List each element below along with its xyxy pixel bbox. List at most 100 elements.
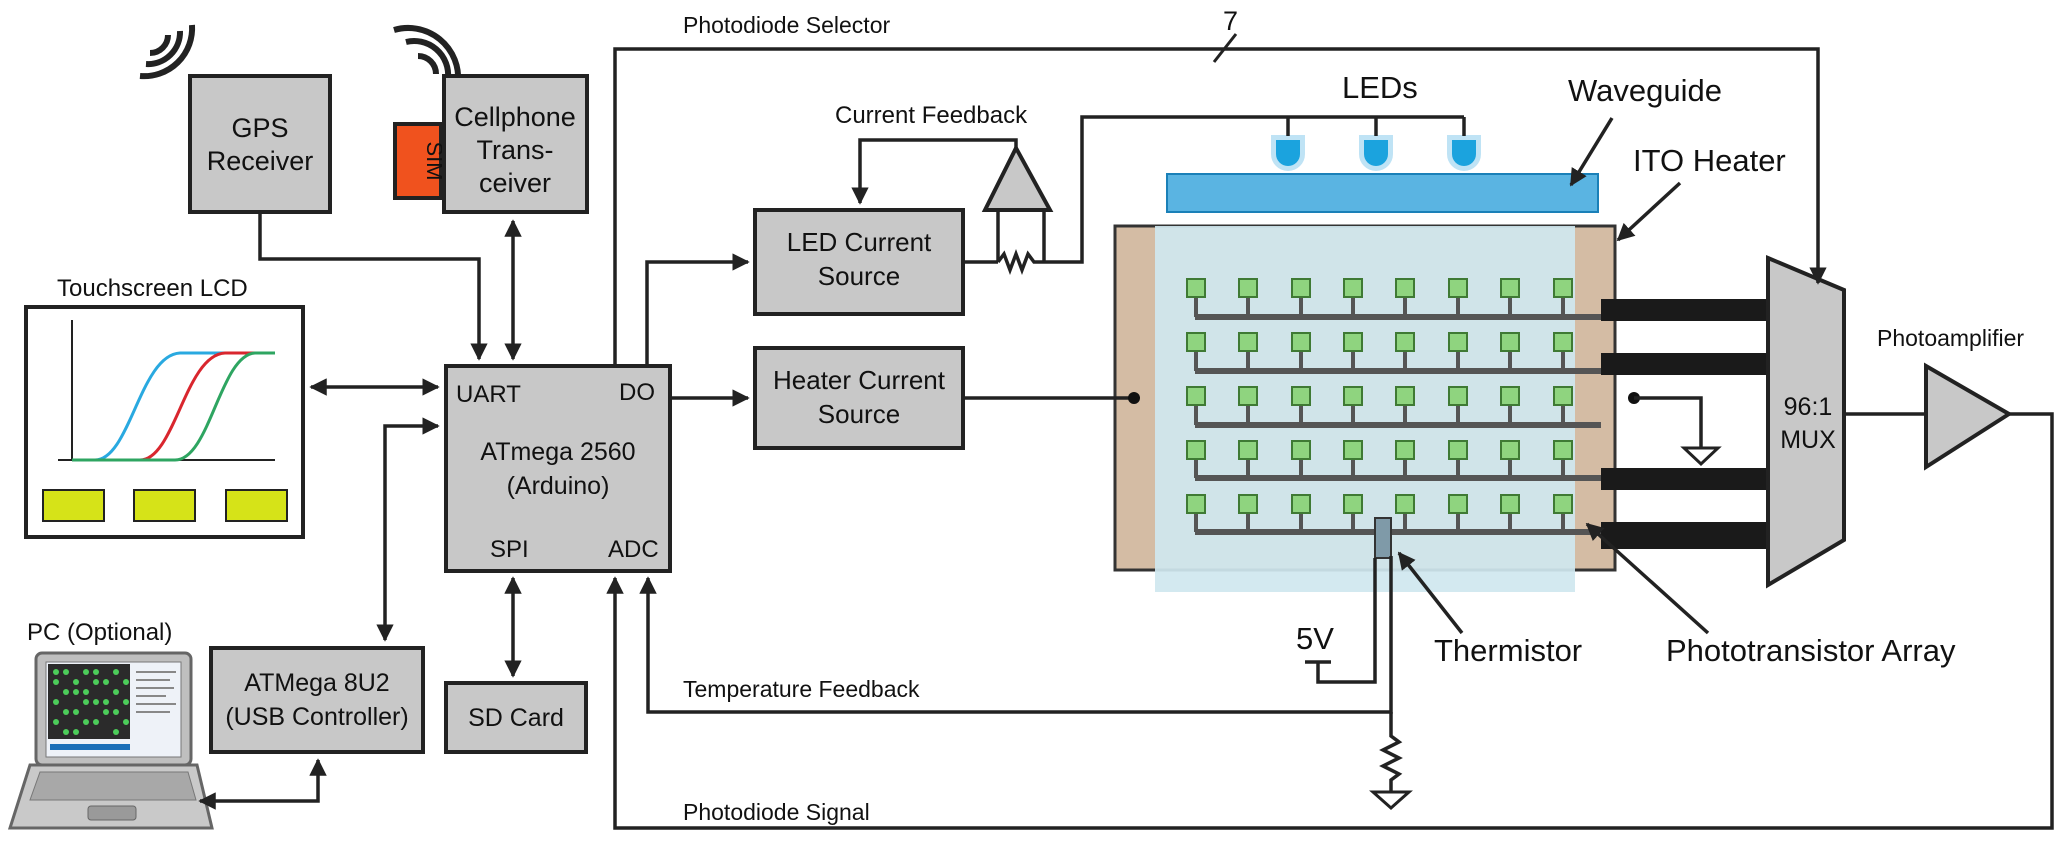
pointer-ito-heater	[1616, 181, 1682, 242]
wire-5v-thermistor	[1316, 558, 1377, 684]
heater-contact-left	[1128, 392, 1140, 404]
led-current-source-block: LED Current Source	[753, 208, 965, 316]
led-2	[1364, 140, 1388, 166]
leds-label: LEDs	[1342, 70, 1418, 105]
do-pin-label: DO	[619, 379, 655, 406]
phototransistor-pad	[1186, 386, 1206, 406]
atmega-8u2-block: ATMega 8U2 (USB Controller)	[209, 646, 425, 754]
array-row-buses	[1195, 314, 1601, 535]
phototransistor-pad	[1291, 440, 1311, 460]
wire-led-drive	[1044, 115, 1464, 264]
phototransistor-pad	[1553, 440, 1573, 460]
sd-label: SD Card	[468, 704, 564, 732]
sd-card-block: SD Card	[444, 681, 588, 754]
mcu-name: ATmega 2560	[480, 438, 635, 466]
phototransistor-pad	[1186, 440, 1206, 460]
ground-icon-thermistor	[1369, 790, 1413, 811]
lcd-curve-red	[72, 351, 275, 462]
cell-label-3: ceiver	[479, 168, 551, 198]
phototransistor-pad	[1448, 278, 1468, 298]
phototransistor-pad	[1500, 440, 1520, 460]
phototransistor-pad	[1238, 386, 1258, 406]
phototransistor-pad	[1291, 494, 1311, 514]
pulldown-resistor	[1379, 712, 1403, 792]
phototransistor-pad	[1395, 332, 1415, 352]
wire-gps-uart	[258, 212, 488, 361]
photoamplifier-triangle	[1924, 362, 2013, 471]
lcd-curve-green	[72, 351, 275, 462]
thermistor-label: Thermistor	[1434, 633, 1582, 668]
lcd-curve-cyan	[72, 351, 275, 462]
laptop-icon	[7, 651, 214, 830]
bus-width-label: 7	[1223, 6, 1238, 36]
array-to-mux-buses	[1601, 299, 1768, 549]
phototransistor-pad	[1343, 386, 1363, 406]
phototransistor-pad	[1343, 440, 1363, 460]
phototransistor-pad	[1448, 332, 1468, 352]
usb-label-2: (USB Controller)	[225, 703, 408, 731]
phototransistor-pad	[1343, 278, 1363, 298]
led-1	[1276, 140, 1300, 166]
phototransistor-pad	[1238, 494, 1258, 514]
wire-usb-mcu	[376, 417, 440, 642]
ground-icon-heater	[1680, 446, 1722, 467]
gps-receiver-block: GPS Receiver	[188, 74, 332, 214]
lcd-button-3	[225, 489, 288, 522]
phototransistor-pad	[1448, 494, 1468, 514]
usb-label-1: ATMega 8U2	[244, 669, 389, 697]
cell-label-1: Cellphone	[454, 102, 576, 132]
phototransistor-pad	[1553, 386, 1573, 406]
current-sense-amp	[981, 143, 1054, 212]
pc-optional-label: PC (Optional)	[27, 619, 172, 646]
wire-temperature-feedback	[639, 556, 1393, 714]
touchscreen-lcd	[24, 305, 305, 539]
atmega-2560-block: UART DO ATmega 2560 (Arduino) SPI ADC	[444, 364, 672, 573]
phototransistor-pad	[1395, 278, 1415, 298]
spi-pin-label: SPI	[490, 536, 529, 563]
touchscreen-lcd-label: Touchscreen LCD	[57, 275, 248, 302]
phototransistor-pad	[1186, 278, 1206, 298]
waveguide	[1166, 173, 1599, 213]
heater-current-source-block: Heater Current Source	[753, 346, 965, 450]
mux-block: 96:1 MUX	[1766, 254, 1846, 589]
phototransistor-pad	[1500, 494, 1520, 514]
phototransistor-pad	[1186, 332, 1206, 352]
phototransistor-pad	[1395, 494, 1415, 514]
wire-do-led-src	[645, 253, 750, 366]
led-3	[1452, 140, 1476, 166]
five-volt-label: 5V	[1296, 621, 1334, 656]
phototransistor-pad	[1553, 494, 1573, 514]
pointer-thermistor	[1397, 551, 1464, 635]
phototransistor-pad	[1291, 386, 1311, 406]
photodiode-selector-label: Photodiode Selector	[683, 12, 890, 38]
wire-photodiode-signal	[606, 412, 2054, 830]
wireless-signal-icon-cell	[393, 25, 462, 83]
phototransistor-pad	[1291, 332, 1311, 352]
gps-label-1: GPS	[231, 113, 288, 143]
heater-src-label-2: Source	[818, 399, 900, 429]
phototransistor-pad	[1395, 440, 1415, 460]
phototransistor-pad	[1553, 278, 1573, 298]
phototransistor-pad	[1343, 332, 1363, 352]
wire-current-feedback	[851, 138, 1018, 205]
bus-slash	[1212, 33, 1238, 63]
phototransistor-pad	[1448, 440, 1468, 460]
mux-label-1: 96:1	[1784, 393, 1833, 421]
cell-label-2: Trans-	[476, 135, 553, 165]
thermistor-element	[1374, 517, 1392, 559]
led-src-label-1: LED Current	[787, 227, 932, 257]
phototransistor-pad	[1343, 494, 1363, 514]
phototransistor-array	[1186, 278, 1601, 535]
lcd-button-2	[133, 489, 196, 522]
led-src-label-2: Source	[818, 261, 900, 291]
phototransistor-pad	[1553, 332, 1573, 352]
gps-label-2: Receiver	[207, 146, 314, 176]
phototransistor-pad	[1238, 278, 1258, 298]
phototransistor-array-label: Phototransistor Array	[1666, 633, 1956, 668]
mcu-subname: (Arduino)	[507, 472, 610, 500]
ito-heater-label: ITO Heater	[1633, 143, 1786, 178]
lcd-button-1	[42, 489, 105, 522]
uart-pin-label: UART	[456, 381, 521, 408]
phototransistor-pad	[1395, 386, 1415, 406]
wireless-signal-icon-gps	[139, 24, 196, 80]
